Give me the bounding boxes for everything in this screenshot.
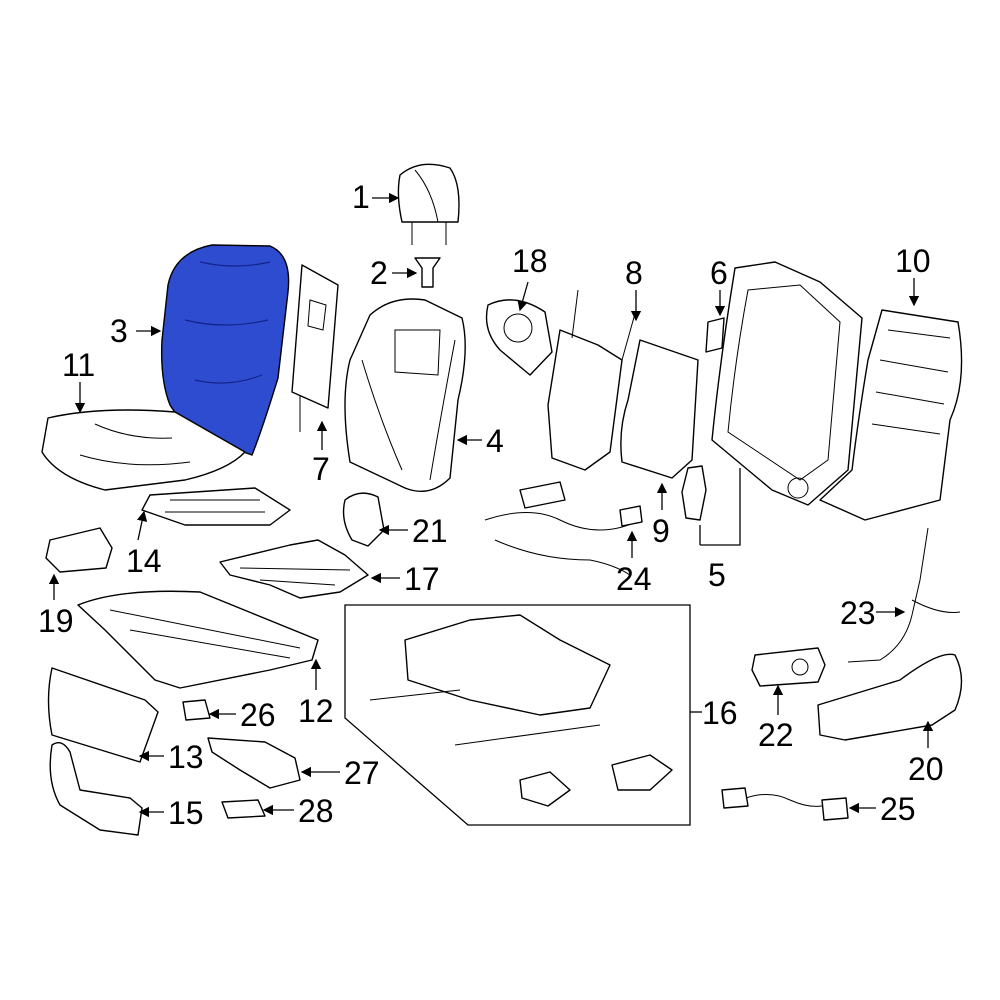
wire-harness-part[interactable] xyxy=(484,481,643,576)
lower-bracket-part[interactable] xyxy=(207,737,301,789)
callout-28[interactable]: 28 xyxy=(298,793,334,829)
back-panel-part[interactable] xyxy=(291,264,339,432)
callout-16[interactable]: 16 xyxy=(702,695,738,731)
callout-21[interactable]: 21 xyxy=(412,513,448,549)
seat-heater-part[interactable] xyxy=(141,487,291,526)
callout-13[interactable]: 13 xyxy=(168,739,204,775)
callout-24[interactable]: 24 xyxy=(616,561,652,597)
callout-7[interactable]: 7 xyxy=(312,451,330,487)
clip-part[interactable] xyxy=(182,699,211,721)
seatback-frame-part[interactable] xyxy=(711,261,863,506)
callout-8[interactable]: 8 xyxy=(625,255,643,291)
callout-25[interactable]: 25 xyxy=(880,791,916,827)
callout-labels: 1 2 3 4 5 6 7 8 9 10 11 12 13 14 15 16 1… xyxy=(38,179,944,831)
headrest-part[interactable] xyxy=(397,163,460,245)
callout-5[interactable]: 5 xyxy=(708,557,726,593)
callout-14[interactable]: 14 xyxy=(126,543,162,579)
callout-2[interactable]: 2 xyxy=(370,255,388,291)
side-shield-cover-part[interactable] xyxy=(47,667,159,763)
callout-20[interactable]: 20 xyxy=(908,751,944,787)
callout-11[interactable]: 11 xyxy=(62,347,95,383)
headrest-guide-part[interactable] xyxy=(414,257,441,288)
outer-side-shield-part[interactable] xyxy=(817,653,963,741)
power-switch-part[interactable] xyxy=(751,647,826,687)
lumbar-switch-part[interactable] xyxy=(705,317,725,353)
seat-cushion-cover-part[interactable] xyxy=(41,409,246,491)
recliner-motor-part[interactable] xyxy=(681,465,707,521)
callout-19[interactable]: 19 xyxy=(38,603,74,639)
callout-15[interactable]: 15 xyxy=(168,795,204,831)
cushion-wire-part[interactable] xyxy=(219,539,369,599)
callout-22[interactable]: 22 xyxy=(758,717,794,753)
seat-track-part[interactable] xyxy=(369,614,673,807)
seat-harness-part[interactable] xyxy=(721,787,849,821)
callout-26[interactable]: 26 xyxy=(240,697,276,733)
callout-1[interactable]: 1 xyxy=(352,179,370,215)
rear-back-frame-part[interactable] xyxy=(819,309,963,521)
callout-9[interactable]: 9 xyxy=(652,513,670,549)
callout-27[interactable]: 27 xyxy=(344,755,380,791)
seat-track-box xyxy=(344,604,691,826)
callout-17[interactable]: 17 xyxy=(404,561,440,597)
callout-12[interactable]: 12 xyxy=(298,693,334,729)
side-panel-part[interactable] xyxy=(485,299,553,376)
sensor-cable-part[interactable] xyxy=(847,527,961,663)
callout-10[interactable]: 10 xyxy=(895,243,931,279)
callout-18[interactable]: 18 xyxy=(512,243,548,279)
seatback-cover-part[interactable] xyxy=(161,244,290,456)
seat-cushion-frame-part[interactable] xyxy=(77,590,319,689)
leader-lines xyxy=(48,192,934,818)
callout-23[interactable]: 23 xyxy=(840,595,876,631)
callout-4[interactable]: 4 xyxy=(486,423,504,459)
callout-3[interactable]: 3 xyxy=(110,313,128,349)
callout-6[interactable]: 6 xyxy=(710,255,728,291)
control-module-part[interactable] xyxy=(221,799,266,819)
back-pad-part[interactable] xyxy=(620,339,699,479)
bracket-part[interactable] xyxy=(342,492,385,547)
seatback-pad-part[interactable] xyxy=(344,298,466,492)
seat-switch-part[interactable] xyxy=(45,527,113,573)
